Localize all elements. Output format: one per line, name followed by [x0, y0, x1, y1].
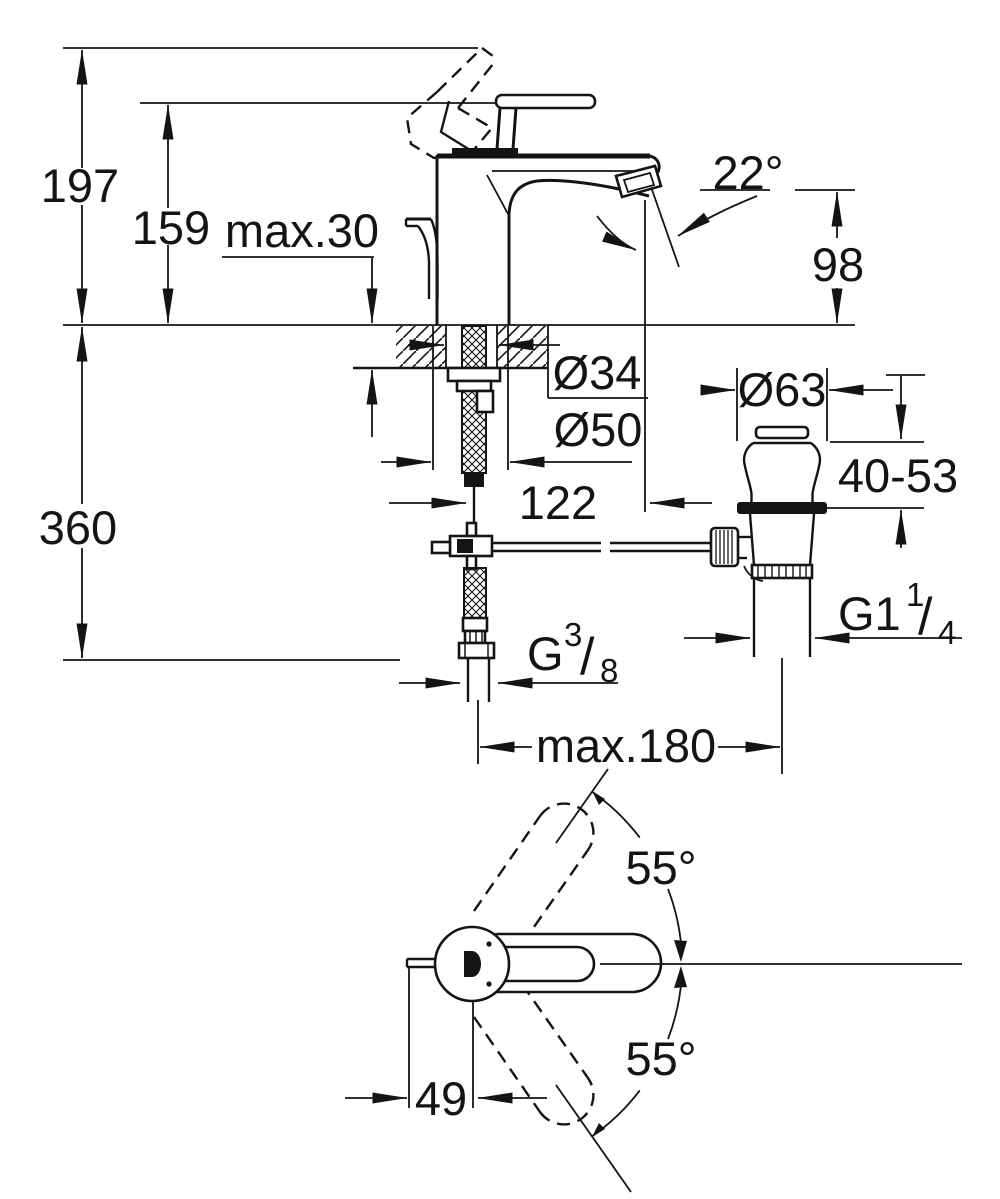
- dim-98: 98: [812, 191, 864, 324]
- waste-cone-right: [810, 442, 822, 503]
- dim-label-g114-slash: /: [918, 588, 933, 646]
- handle-ghost-upper: [473, 802, 595, 945]
- dim-g114: G1 1 / 4: [684, 576, 962, 651]
- dim-label-55-upper: 55°: [625, 841, 696, 894]
- reference-lines: [63, 47, 855, 661]
- dim-label-g114-base: G1: [838, 587, 901, 640]
- dim-label-max30: max.30: [225, 204, 379, 257]
- dim-159: 159: [132, 104, 210, 324]
- dim-label-22deg: 22°: [712, 146, 783, 199]
- dim-label-49: 49: [415, 1072, 467, 1125]
- waste-ribbed-collar: [750, 563, 814, 580]
- dim-4053: 40-53: [827, 374, 958, 548]
- spray-angle-line: [649, 183, 680, 268]
- side-elevation-view: 197 159 360 max.30 98: [39, 47, 962, 774]
- pop-up-waste: [709, 425, 827, 657]
- supply-stub: [405, 957, 436, 969]
- dim-label-g38-base: G: [527, 627, 564, 680]
- handle-ghost-lower: [473, 983, 595, 1126]
- swivel-angle-lower: 55°: [555, 966, 697, 1193]
- waste-push-button: [754, 425, 810, 440]
- dim-max180: max.180: [477, 658, 783, 774]
- waste-gasket: [737, 502, 827, 514]
- plan-view: 55° 55° 49: [345, 768, 962, 1193]
- swivel-angle-upper: 55°: [555, 768, 697, 962]
- dim-360: 360: [39, 326, 117, 659]
- detail-dot-lower: [486, 981, 492, 987]
- aerator-inner: [622, 171, 656, 194]
- dim-g38: G 3 / 8: [399, 616, 618, 689]
- mounting-nut: [455, 379, 493, 393]
- collar-ribs: [757, 566, 807, 577]
- threaded-shank: [446, 325, 502, 487]
- knob-knurl: [715, 530, 733, 564]
- dim-label-g38-slash: /: [580, 628, 595, 686]
- dim-63: Ø63: [700, 363, 893, 441]
- dim-label-50: Ø50: [554, 403, 643, 456]
- dim-label-g38-sub: 8: [600, 652, 618, 689]
- dim-label-197: 197: [41, 159, 119, 212]
- handle-pivot-edge: [439, 100, 471, 152]
- handle-bar: [494, 93, 597, 110]
- dim-label-360: 360: [39, 501, 117, 554]
- waste-cone-left: [742, 442, 754, 503]
- supply-hose: [457, 567, 496, 702]
- handle-base-cap: [452, 148, 518, 157]
- dim-49: 49: [345, 968, 547, 1125]
- shank-end-cap: [464, 473, 484, 487]
- spout-inner-diagonal: [486, 174, 509, 215]
- dim-label-g114-sub: 4: [938, 614, 956, 651]
- dim-max30: max.30: [222, 204, 379, 437]
- dim-label-g38-sup: 3: [564, 616, 582, 653]
- faucet-handle: [439, 93, 597, 157]
- detail-dot-upper: [486, 941, 492, 947]
- faucet-body: [435, 153, 663, 325]
- spout-underside: [507, 178, 650, 215]
- countertop-section: [353, 325, 548, 370]
- dim-label-34: Ø34: [553, 346, 642, 399]
- handle-raised-ghost: [405, 47, 498, 160]
- dim-label-122: 122: [519, 476, 597, 529]
- pop-up-rod-assembly: [430, 487, 713, 571]
- mounting-flange: [446, 366, 502, 383]
- swivel-extension-upper: [555, 768, 609, 844]
- dim-label-max180: max.180: [536, 719, 716, 772]
- dim-label-63: Ø63: [738, 363, 827, 416]
- dim-label-4053: 40-53: [838, 449, 958, 502]
- dim-label-55-lower: 55°: [625, 1032, 696, 1085]
- dim-34: Ø34: [408, 325, 648, 399]
- dim-label-98: 98: [812, 238, 864, 291]
- dim-label-g114-sup: 1: [906, 576, 924, 613]
- dim-22deg: 22°: [596, 146, 784, 268]
- cartridge-hole: [464, 951, 481, 977]
- dim-label-159: 159: [132, 201, 210, 254]
- g38-connector-nut: [457, 641, 496, 660]
- pull-rod: [404, 217, 439, 299]
- swivel-extension-lower: [555, 1084, 632, 1193]
- mounting-tab: [475, 389, 495, 414]
- dim-197: 197: [41, 49, 119, 324]
- dim-122: 122: [389, 200, 712, 529]
- dim-50: Ø50: [381, 326, 642, 470]
